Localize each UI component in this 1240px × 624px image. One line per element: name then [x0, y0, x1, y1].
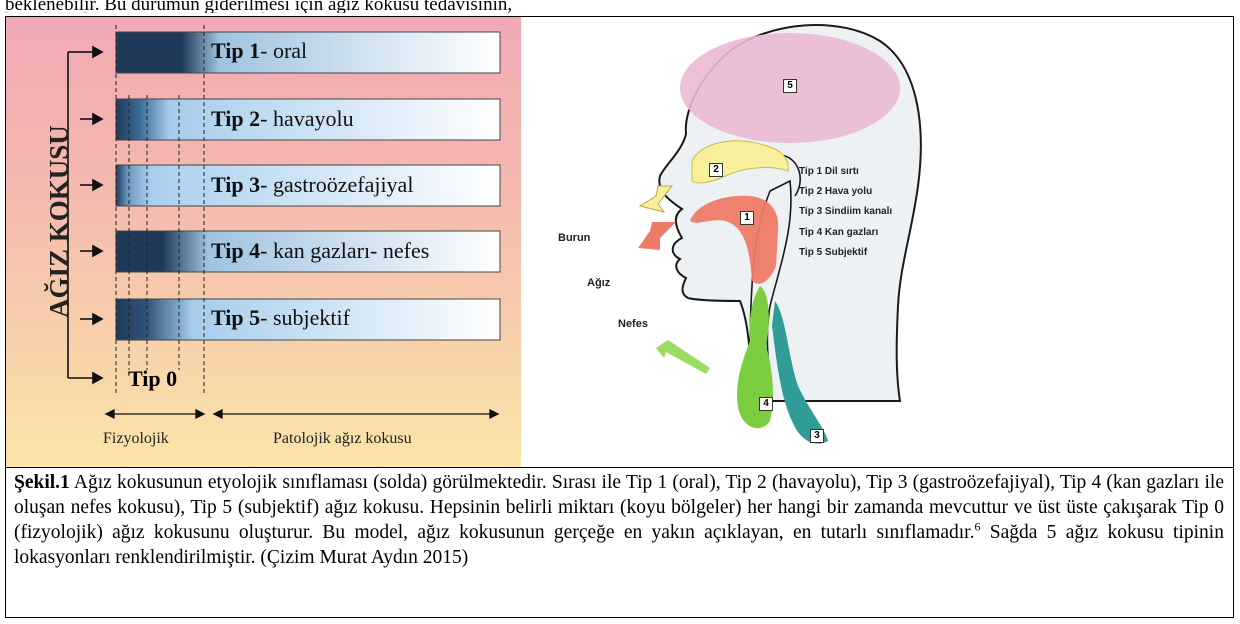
caption-divider	[5, 467, 1234, 468]
figure-frame	[5, 16, 1234, 618]
